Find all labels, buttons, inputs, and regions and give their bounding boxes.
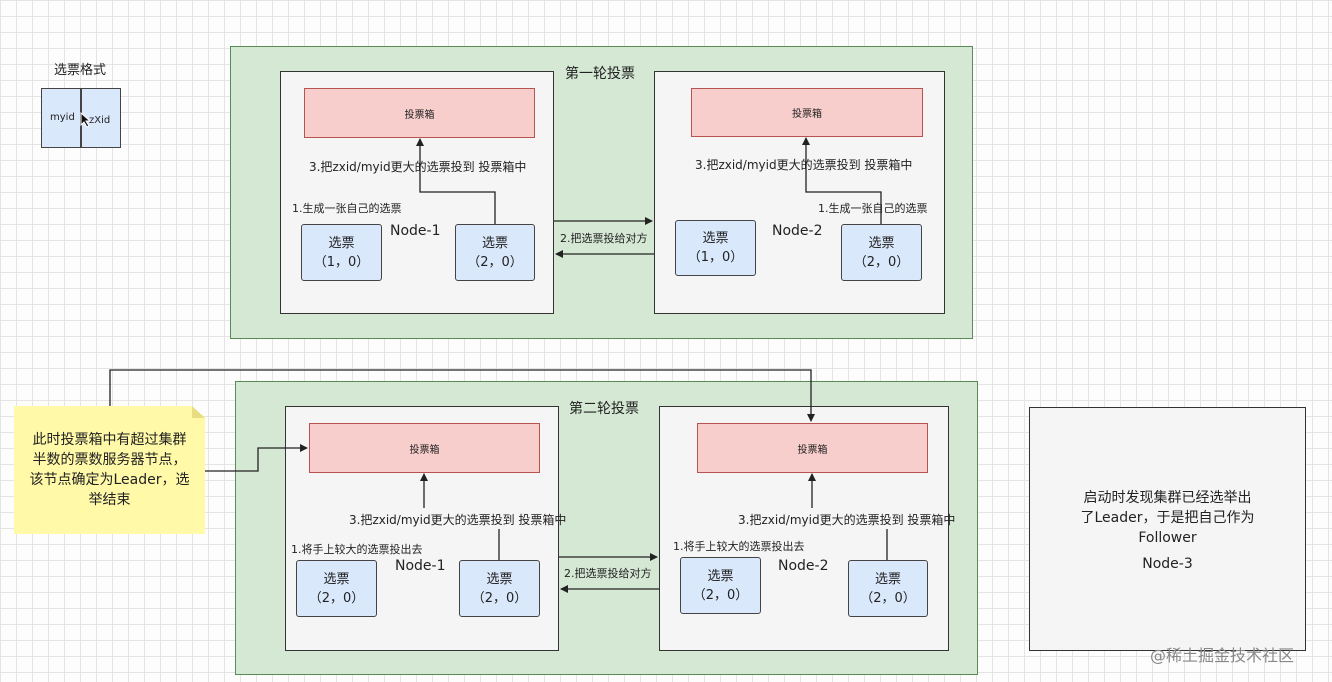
note-arrow-n1 <box>205 444 308 472</box>
vote-value: （2，0） <box>692 587 749 603</box>
watermark: @稀土掘金技术社区 <box>1150 646 1295 665</box>
node3-text: 启动时发现集群已经选举出 了Leader，于是把自己作为 Follower <box>1030 488 1305 548</box>
cursor-icon <box>80 112 92 128</box>
note-line: 半数的票数服务器节点， <box>32 452 187 468</box>
note-line: 该节点确定为Leader，选 <box>29 472 190 488</box>
round1-node2-step3: 3.把zxid/myid更大的选票投到 投票箱中 <box>695 158 913 172</box>
vote-title: 选票 <box>874 571 901 587</box>
round1-node1-vote-b: 选票 （2，0） <box>455 224 535 281</box>
vote-title: 选票 <box>707 568 734 584</box>
vote-value: （2，0） <box>853 254 910 270</box>
node3-line: 了Leader，于是把自己作为 <box>1080 510 1255 526</box>
round1-title: 第一轮投票 <box>565 66 635 82</box>
round2-node2-name: Node-2 <box>778 558 829 574</box>
r1-n2-vote-arrow <box>802 137 882 224</box>
vote-title: 选票 <box>328 235 355 251</box>
note-line: 此时投票箱中有超过集群 <box>32 432 187 448</box>
round2-node1-ballot-box: 投票箱 <box>309 423 540 473</box>
round1-node1-ballot-box: 投票箱 <box>304 88 535 138</box>
round2-node2-step3: 3.把zxid/myid更大的选票投到 投票箱中 <box>738 513 956 527</box>
node3-line: 启动时发现集群已经选举出 <box>1083 490 1252 506</box>
vote-value: （2，0） <box>467 254 523 270</box>
round2-node2-vote-b: 选票 （2，0） <box>848 560 928 617</box>
round2-node2-step1: 1.将手上较大的选票投出去 <box>673 540 805 553</box>
round1-node1-name: Node-1 <box>390 223 441 239</box>
round2-node1-vote-a: 选票 （2，0） <box>296 560 377 617</box>
vote-title: 选票 <box>486 571 513 587</box>
r1-n1-vote-arrow <box>416 138 496 224</box>
round1-node1-step1: 1.生成一张自己的选票 <box>292 202 402 215</box>
leader-note: 此时投票箱中有超过集群 半数的票数服务器节点， 该节点确定为Leader，选 举… <box>14 406 205 534</box>
vote-value: （1，0） <box>687 250 744 265</box>
round1-exchange-label: 2.把选票投给对方 <box>560 232 648 245</box>
r2-n2-vote-arrow <box>812 474 888 560</box>
note-line: 举结束 <box>88 492 131 508</box>
round2-node1-name: Node-1 <box>395 558 446 574</box>
format-zxid: zXid <box>89 115 111 126</box>
round1-node2-vote-a: 选票 （1，0） <box>675 220 756 276</box>
leader-note-text: 此时投票箱中有超过集群 半数的票数服务器节点， 该节点确定为Leader，选 举… <box>29 430 189 510</box>
r2-n1-vote-arrow <box>424 474 500 560</box>
round1-node2-ballot-box: 投票箱 <box>691 88 923 137</box>
round2-exchange-label: 2.把选票投给对方 <box>564 567 652 580</box>
round1-node2-step1: 1.生成一张自己的选票 <box>818 202 928 215</box>
node3-line: Follower <box>1138 530 1197 546</box>
round1-node2-name: Node-2 <box>772 223 823 239</box>
vote-title: 选票 <box>481 235 508 251</box>
round1-node1-step3: 3.把zxid/myid更大的选票投到 投票箱中 <box>309 160 527 174</box>
round2-title: 第二轮投票 <box>569 401 639 417</box>
round2-node1-vote-b: 选票 （2，0） <box>459 560 540 617</box>
node3-name: Node-3 <box>1142 556 1193 572</box>
note-arrow-n2 <box>109 369 815 422</box>
format-title: 选票格式 <box>54 63 107 78</box>
round2-node1-step1: 1.将手上较大的选票投出去 <box>291 543 423 556</box>
round2-node1-step3: 3.把zxid/myid更大的选票投到 投票箱中 <box>349 513 567 527</box>
format-myid: myid <box>50 112 75 123</box>
round2-node2-vote-a: 选票 （2，0） <box>680 557 761 614</box>
round1-node2-vote-b: 选票 （2，0） <box>841 224 922 281</box>
vote-value: （2，0） <box>308 590 365 606</box>
vote-title: 选票 <box>323 571 350 587</box>
vote-value: （2，0） <box>471 590 528 606</box>
round1-node1-vote-a: 选票 （1，0） <box>301 224 382 281</box>
node3-box: 启动时发现集群已经选举出 了Leader，于是把自己作为 Follower No… <box>1029 407 1306 651</box>
vote-title: 选票 <box>868 235 895 251</box>
vote-title: 选票 <box>702 231 729 246</box>
vote-value: （1，0） <box>313 254 370 270</box>
vote-value: （2，0） <box>860 590 916 606</box>
